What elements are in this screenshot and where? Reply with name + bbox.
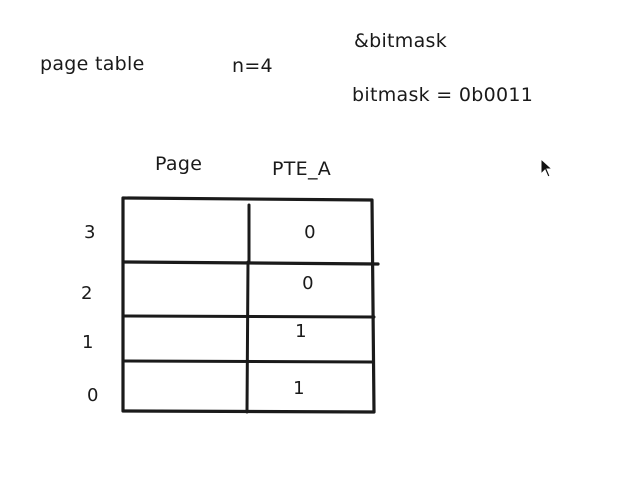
table-row-divider bbox=[122, 359, 374, 364]
pte-a-cell: 0 bbox=[304, 222, 316, 243]
row-label: 2 bbox=[81, 283, 93, 304]
table-row-divider bbox=[122, 260, 380, 266]
table-outer-border bbox=[121, 196, 376, 414]
row-label: 1 bbox=[82, 332, 94, 353]
pte-a-cell: 1 bbox=[293, 378, 305, 399]
column-header-page: Page bbox=[155, 153, 203, 175]
table-row-divider bbox=[122, 314, 376, 319]
pte-a-cell: 1 bbox=[295, 321, 307, 342]
bitmask-expression: bitmask = 0b0011 bbox=[352, 84, 534, 106]
table-column-divider bbox=[245, 203, 251, 414]
page-table-label: page table bbox=[40, 53, 145, 75]
row-label: 0 bbox=[87, 385, 99, 406]
bitmask-ref-label: &bitmask bbox=[354, 30, 448, 52]
pte-a-cell: 0 bbox=[302, 273, 314, 294]
row-label: 3 bbox=[84, 222, 96, 243]
n-label: n=4 bbox=[232, 55, 273, 77]
column-header-pte-a: PTE_A bbox=[272, 158, 332, 180]
arrow-cursor-icon bbox=[540, 158, 554, 178]
